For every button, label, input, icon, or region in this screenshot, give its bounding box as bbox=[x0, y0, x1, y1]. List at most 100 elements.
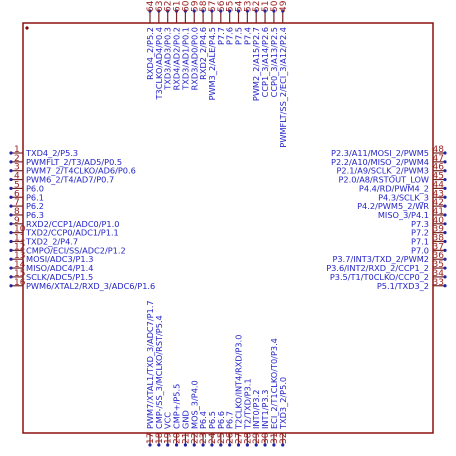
pin-label: TXD2/CCP0/ADC1/P1.1 bbox=[25, 228, 119, 238]
pin-label: RXD2/CCP1/ADC0/P1.0 bbox=[26, 219, 119, 229]
pin-label: PWM6/XTAL2/RXD_3/ADC6/P1.6 bbox=[26, 281, 155, 291]
pin-label: TXD4_2/P5.3 bbox=[25, 148, 78, 158]
pin-number: 17 bbox=[146, 433, 156, 444]
pin-end bbox=[443, 266, 447, 270]
pin-end bbox=[9, 231, 13, 235]
pin-label: RXD4/AD2/P0.2 bbox=[172, 27, 182, 90]
pin-end bbox=[443, 195, 447, 199]
pin-end bbox=[443, 213, 447, 217]
pin-number: 57 bbox=[208, 1, 218, 12]
pin-label: P7.0 bbox=[411, 245, 429, 255]
pin-label: P6.0 bbox=[26, 183, 44, 193]
pin-end bbox=[9, 248, 13, 252]
pin-end bbox=[183, 443, 187, 447]
pin-label: P6.2 bbox=[26, 201, 44, 211]
pin-number: 15 bbox=[14, 269, 25, 279]
pin-label: P2.2/A10/MISO_2/PWM4 bbox=[331, 157, 429, 167]
pin-number: 60 bbox=[181, 0, 191, 12]
pin-end bbox=[443, 231, 447, 235]
pin-number: 16 bbox=[14, 278, 26, 288]
pin-number: 6 bbox=[14, 189, 20, 199]
pin-end bbox=[443, 275, 447, 279]
pin-number: 32 bbox=[279, 433, 289, 444]
pin-number: 54 bbox=[235, 0, 245, 12]
pin-label: P6.1 bbox=[26, 192, 44, 202]
pin-number: 13 bbox=[14, 251, 25, 261]
pin-end bbox=[219, 9, 223, 13]
pin1-marker bbox=[25, 26, 29, 30]
pin-end bbox=[9, 169, 13, 173]
pin-label: P3.6/INT2/RXD_2/CCP1_2 bbox=[326, 263, 429, 273]
pin-end bbox=[443, 151, 447, 155]
pin-end bbox=[9, 186, 13, 190]
pin-label: P6.5 bbox=[207, 411, 217, 429]
pin-end bbox=[272, 9, 276, 13]
pin-label: T2/TXD/P3.1 bbox=[242, 378, 252, 430]
pin-number: 10 bbox=[14, 225, 26, 235]
pin-number: 39 bbox=[433, 225, 445, 235]
pin-end bbox=[166, 9, 170, 13]
pin-number: 21 bbox=[181, 433, 191, 444]
pin-label: P7.4 bbox=[242, 27, 252, 45]
pin-number: 37 bbox=[433, 242, 444, 252]
pin-label: SCLK/ADC5/P1.5 bbox=[26, 272, 93, 282]
pin-number: 12 bbox=[14, 242, 25, 252]
pin-end bbox=[210, 443, 214, 447]
pin-label: INT1/P3.3 bbox=[260, 390, 270, 429]
pin-end bbox=[443, 284, 447, 288]
pin-label: CMP+/P5.5 bbox=[172, 384, 182, 429]
pin-label: P2.3/A11/MOSI_2/PWM5 bbox=[331, 148, 429, 158]
pin-label: MOS_3/P4.0 bbox=[189, 380, 199, 429]
pin-end bbox=[9, 213, 13, 217]
pin-label: P6.7 bbox=[225, 411, 235, 429]
pin-end bbox=[9, 177, 13, 182]
pin-number: 56 bbox=[217, 0, 227, 12]
pin-label: T2CLKO/INT4/RXD/P3.0 bbox=[234, 335, 244, 430]
pin-end bbox=[148, 443, 152, 447]
pin-label: PWMFLT/SS_2/ECI_3/A12/P2.4 bbox=[278, 27, 288, 148]
pin-number: 49 bbox=[279, 0, 289, 12]
pin-end bbox=[210, 9, 214, 13]
pin-number: 61 bbox=[173, 1, 183, 12]
pin-number: 45 bbox=[433, 172, 444, 182]
pin-end bbox=[254, 443, 258, 447]
pin-label: PWM6_2/T4/AD7/P0.7 bbox=[26, 175, 114, 185]
pin-end bbox=[9, 204, 13, 208]
pin-label: P4.4/RD/PWM4_2 bbox=[359, 183, 429, 193]
pin-label: TXD3_2/P5.0 bbox=[278, 377, 288, 430]
pin-end bbox=[157, 9, 161, 13]
pin-end bbox=[148, 9, 152, 13]
pin-number: 46 bbox=[433, 163, 445, 173]
pin-label: P7.6 bbox=[225, 27, 235, 45]
pin-label: RXD4_2/P5.2 bbox=[145, 27, 155, 80]
pin-label: MOSI/ADC3/P1.3 bbox=[26, 254, 93, 264]
pin-end bbox=[228, 9, 232, 13]
pin-number: 48 bbox=[433, 145, 445, 155]
pin-label: P7.7 bbox=[216, 27, 226, 45]
pin-end bbox=[245, 9, 249, 13]
pin-end bbox=[9, 239, 13, 244]
pin-label: RXD2_2/P4.6 bbox=[198, 27, 208, 80]
pin-number: 5 bbox=[14, 180, 20, 190]
pin-end bbox=[9, 284, 13, 288]
pin-number: 53 bbox=[243, 1, 253, 12]
pin-label: P6.6 bbox=[216, 411, 226, 429]
pin-label: P3.7/INT3/TXD_2/PWM2 bbox=[332, 254, 429, 264]
pin-number: 14 bbox=[14, 260, 26, 270]
pin-end bbox=[443, 160, 447, 164]
pin-number: 31 bbox=[270, 433, 280, 444]
pin-label: VCC bbox=[163, 412, 173, 429]
pin-number: 36 bbox=[433, 251, 445, 261]
pin-number: 20 bbox=[173, 432, 183, 444]
pin-end bbox=[443, 204, 447, 208]
pin-label: PWMFLT_2/T3/AD5/P0.5 bbox=[26, 157, 122, 167]
pin-end bbox=[166, 443, 170, 447]
pin-number: 18 bbox=[155, 432, 165, 444]
pin-number: 63 bbox=[155, 1, 165, 12]
pin-end bbox=[443, 239, 447, 244]
pin-label: CMPO/ECI/SS/ADC2/P1.2 bbox=[26, 245, 126, 255]
pin-number: 26 bbox=[226, 432, 236, 444]
pin-end bbox=[281, 443, 285, 447]
pin-number: 50 bbox=[270, 0, 280, 12]
pin-end bbox=[263, 9, 267, 13]
